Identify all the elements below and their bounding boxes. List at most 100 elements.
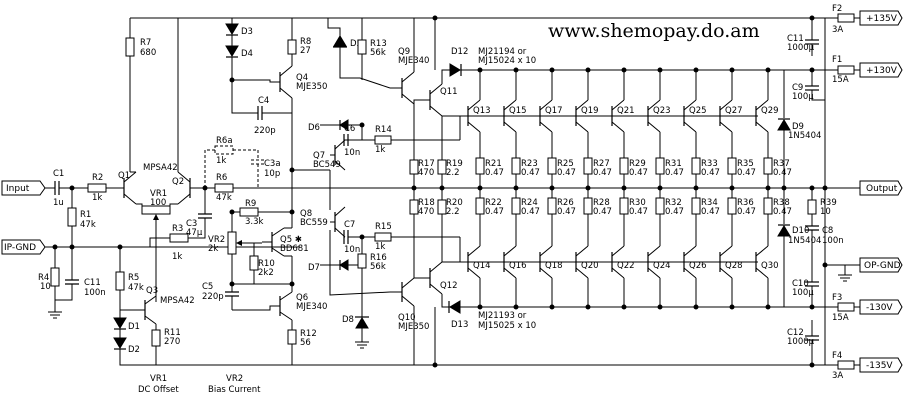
svg-text:F3: F3 (832, 293, 842, 303)
transistor-q3: Q3 MPSA42 (144, 286, 195, 325)
svg-text:MJE350: MJE350 (296, 82, 327, 92)
transistor-q7: Q7 BC549 (313, 139, 346, 171)
output-stage: Q13R210.47R220.47Q14Q15R230.47R240.47Q16… (459, 67, 792, 310)
neg130-connector[interactable]: -130V (859, 299, 903, 315)
svg-text:C4: C4 (258, 96, 269, 106)
potentiometer-vr2[interactable]: VR2 2k (208, 212, 262, 284)
resistor-r11: R11 270 (151, 324, 181, 365)
resistor-r14: R14 1k (362, 125, 460, 155)
svg-text:R20: R20 (446, 198, 463, 208)
pos135-connector[interactable]: +135V (859, 10, 903, 26)
transistor-q8: Q8 BC559 (300, 206, 346, 238)
bottom-output-type2: MJ15025 x 10 (478, 321, 536, 331)
capacitor-c9: C9 100µ (792, 70, 825, 102)
svg-text:R7: R7 (140, 38, 151, 48)
svg-text:BC549: BC549 (313, 160, 341, 170)
svg-text:MJE340: MJE340 (296, 302, 327, 312)
pos130-connector[interactable]: +130V (859, 62, 903, 78)
svg-text:Q3: Q3 (146, 286, 158, 296)
svg-text:10: 10 (820, 207, 831, 217)
transistor-q10: Q10 MJE350 (390, 277, 429, 365)
svg-text:56k: 56k (370, 262, 386, 272)
output-resistor-bottom-label: R38 (773, 198, 790, 208)
diode-d8: D8 (342, 310, 369, 349)
svg-text:1N5404: 1N5404 (788, 131, 821, 141)
op-gnd-connector[interactable]: OP-GND (859, 257, 903, 273)
svg-text:10p: 10p (264, 169, 280, 179)
transistor-q5: Q5 ✱ BD681 (262, 227, 309, 257)
svg-text:10n: 10n (344, 245, 360, 255)
ip-gnd-connector[interactable]: IP-GND (1, 239, 46, 255)
resistor-r6a: R6a 1k (204, 136, 259, 188)
svg-text:1000µ: 1000µ (787, 337, 815, 347)
svg-text:C11: C11 (787, 34, 804, 44)
output-resistor-bottom-value: 0.47 (557, 207, 576, 217)
svg-text:R2: R2 (92, 173, 103, 183)
output-resistor-bottom-label: R22 (485, 198, 502, 208)
svg-text:R9: R9 (245, 199, 256, 209)
input-connector[interactable]: Input (1, 180, 46, 196)
capacitor-c8: C8 100n (805, 225, 844, 265)
svg-text:R11: R11 (164, 328, 181, 338)
svg-text:10n: 10n (344, 148, 360, 158)
output-resistor-bottom-value: 0.47 (701, 207, 720, 217)
fuse-f1: F1 15A (825, 55, 860, 85)
svg-text:15A: 15A (832, 75, 849, 85)
transistor-q1: Q1 (118, 171, 137, 205)
output-transistor-bottom: Q28 (716, 245, 743, 307)
diode-d5: D5 (327, 18, 362, 49)
output-resistor-top-value: 0.47 (773, 168, 792, 178)
svg-text:R17: R17 (418, 159, 435, 169)
neg135-connector[interactable]: -135V (859, 357, 903, 373)
output-resistor-top-label: R29 (629, 159, 646, 169)
svg-text:MJE340: MJE340 (398, 56, 429, 66)
svg-text:D4: D4 (241, 49, 253, 59)
output-resistor-top-label: R25 (557, 159, 574, 169)
svg-text:47k: 47k (216, 193, 232, 203)
output-transistor-bottom-label: Q14 (473, 261, 491, 271)
svg-text:15A: 15A (832, 313, 849, 323)
potentiometer-vr1[interactable]: VR1 100 (136, 189, 178, 302)
output-resistor-top-label: R21 (485, 159, 502, 169)
diode-d2: D2 (113, 329, 155, 366)
bottom-output-type: MJ21193 or (478, 311, 527, 321)
output-transistor-top-label: Q27 (725, 106, 743, 116)
website-label: www.shemopay.do.am (548, 20, 760, 42)
svg-text:1k: 1k (92, 193, 102, 203)
svg-text:1N5404: 1N5404 (788, 236, 821, 246)
svg-text:D13: D13 (451, 320, 468, 330)
diode-d9: D9 1N5404 (777, 70, 821, 188)
svg-text:C5: C5 (202, 282, 213, 292)
svg-text:R6a: R6a (216, 136, 233, 146)
svg-text:D2: D2 (128, 345, 140, 355)
svg-text:BD681: BD681 (280, 244, 309, 254)
svg-text:47k: 47k (128, 283, 144, 293)
output-transistor-bottom-label: Q16 (509, 261, 527, 271)
output-connector[interactable]: Output (859, 180, 903, 196)
output-resistor-top-label: R31 (665, 159, 682, 169)
svg-text:R4: R4 (38, 273, 49, 283)
svg-text:OP-GND: OP-GND (864, 261, 901, 271)
diode-d7: D7 (308, 259, 362, 273)
svg-text:Q8: Q8 (300, 209, 312, 219)
capacitor-c5: C5 220p (202, 282, 239, 310)
output-transistor-top: Q15 (500, 70, 527, 133)
output-transistor-top: Q29 (752, 70, 779, 133)
capacitor-c12: C12 1000µ (787, 320, 819, 365)
svg-text:+135V: +135V (866, 14, 898, 24)
output-resistor-bottom-label: R28 (593, 198, 610, 208)
svg-text:Q6: Q6 (296, 293, 308, 303)
capacitor-c3: C3 47µ (186, 188, 212, 238)
q1-type: MPSA42 (143, 163, 178, 173)
transistor-q6: Q6 MJE340 (232, 284, 327, 321)
output-transistor-bottom: Q30 (752, 245, 779, 307)
output-resistor-top-value: 0.47 (521, 168, 540, 178)
output-transistor-top-label: Q23 (653, 106, 671, 116)
output-resistor-top-label: R27 (593, 159, 610, 169)
output-transistor-bottom-label: Q30 (761, 261, 779, 271)
output-transistor-bottom: Q26 (680, 245, 707, 307)
